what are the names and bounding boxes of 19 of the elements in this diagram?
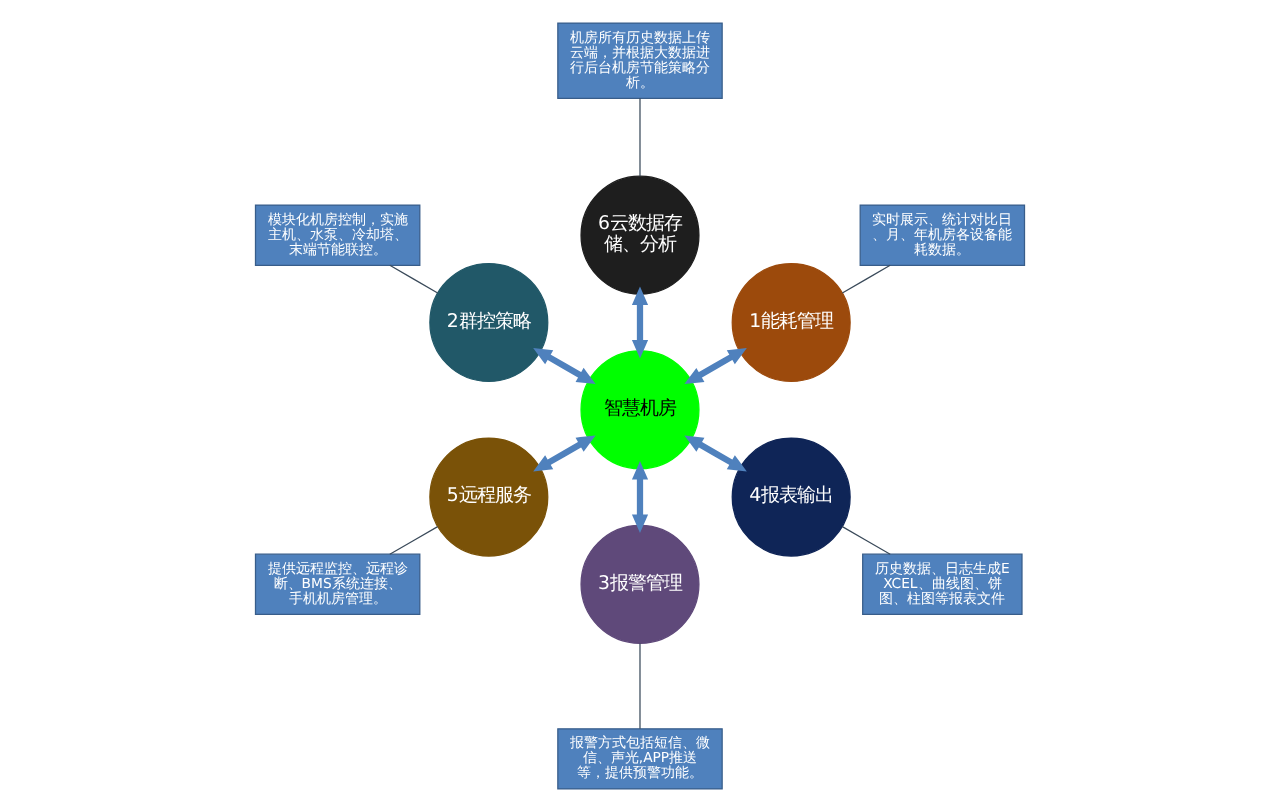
arrow bbox=[684, 347, 747, 384]
node-circle: 5远程服务 bbox=[429, 436, 549, 556]
node-circle: 3报警管理 bbox=[580, 523, 700, 643]
arrow bbox=[533, 347, 596, 384]
arrow bbox=[684, 434, 747, 471]
connector bbox=[841, 263, 891, 293]
node-circle: 6云数据存储、分析 bbox=[580, 174, 700, 294]
node-circle: 1能耗管理 bbox=[731, 261, 851, 382]
connector bbox=[639, 96, 641, 176]
connector bbox=[639, 641, 641, 729]
connector bbox=[389, 263, 439, 293]
arrow bbox=[631, 285, 649, 358]
arrow bbox=[533, 434, 596, 471]
node-circle: 4报表输出 bbox=[731, 436, 851, 556]
node-circle: 智慧机房 bbox=[580, 349, 700, 469]
node-circle: 2群控策略 bbox=[429, 261, 549, 382]
connector bbox=[841, 524, 891, 554]
connector bbox=[389, 524, 439, 554]
arrow bbox=[631, 460, 649, 533]
